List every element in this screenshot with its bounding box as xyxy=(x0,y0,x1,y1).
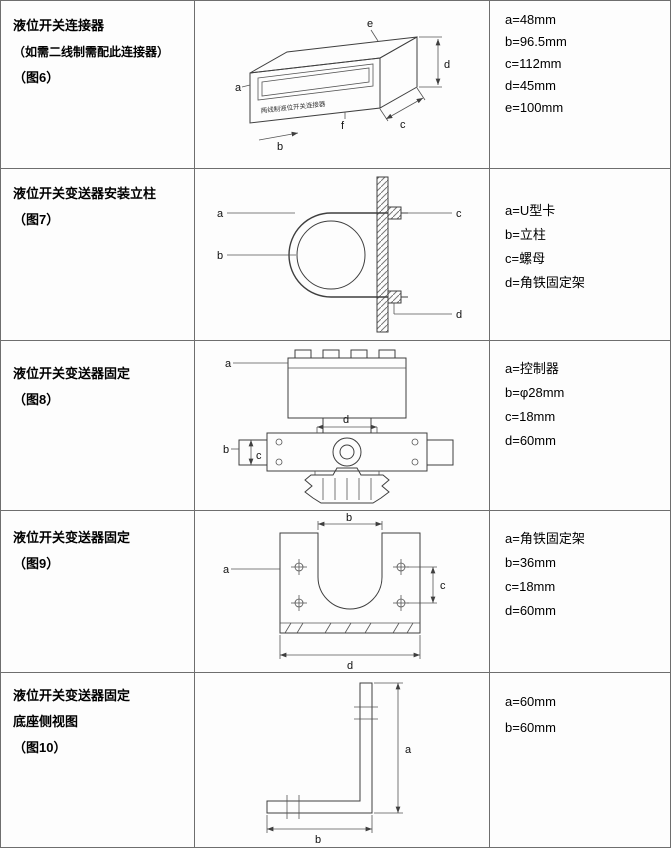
spec-line: b=φ28mm xyxy=(505,385,565,400)
figure-9-angle-bracket-front-drawing: b c a d xyxy=(223,512,446,672)
dim-label-a: a xyxy=(235,82,242,94)
row-title: 液位开关变送器固定 xyxy=(13,366,131,381)
description-cell: 液位开关连接器 （如需二线制需配此连接器） （图6） xyxy=(1,1,195,168)
spec-line: a=U型卡 xyxy=(505,203,556,218)
bolt-holes xyxy=(291,559,409,611)
dim-label-a: a xyxy=(405,744,412,756)
spec-line: a=48mm xyxy=(505,12,556,27)
figure-6-connector-isometric-drawing: 两线制液位开关连接器 e a d f c xyxy=(235,18,450,153)
dim-label-b: b xyxy=(217,250,223,262)
dim-label-a: a xyxy=(217,208,224,220)
spec-line: d=45mm xyxy=(505,78,556,93)
row-title: 液位开关变送器固定 xyxy=(13,688,131,703)
spec-line: a=控制器 xyxy=(505,361,559,376)
row-subtitle: （如需二线制需配此连接器） xyxy=(13,45,170,59)
spec-line: b=立柱 xyxy=(505,227,546,242)
spec-cell: a=60mm b=60mm xyxy=(490,673,670,847)
ribbed-cap xyxy=(304,467,390,504)
figure-7-ubolt-pole-mount-drawing: a c b d xyxy=(217,176,462,333)
row-title: 液位开关变送器固定 xyxy=(13,530,131,545)
figure-8-transmitter-housing-drawing: a d b c xyxy=(223,349,454,504)
spec-line: b=36mm xyxy=(505,555,556,570)
mounting-plate xyxy=(376,176,389,333)
spec-line: b=96.5mm xyxy=(505,34,567,49)
spec-line: c=18mm xyxy=(505,409,556,424)
bracket-plate xyxy=(279,532,421,634)
dim-label-e: e xyxy=(367,18,373,30)
description-cell: 液位开关变送器安装立柱 （图7） xyxy=(1,169,195,340)
spec-line: d=60mm xyxy=(505,433,556,448)
l-bracket xyxy=(266,682,378,819)
spec-cell: a=角铁固定架 b=36mm c=18mm d=60mm xyxy=(490,511,670,672)
spec-line: b=60mm xyxy=(505,720,556,735)
figure-number: （图10） xyxy=(13,740,67,755)
dim-label-a: a xyxy=(225,358,232,370)
pole-and-ubolt xyxy=(288,206,408,304)
spec-line: c=18mm xyxy=(505,579,556,594)
table-row-figure9: 液位开关变送器固定 （图9） xyxy=(1,511,670,673)
connector-box: 两线制液位开关连接器 xyxy=(249,36,418,124)
row-title: 液位开关变送器安装立柱 xyxy=(13,186,157,201)
dim-label-c: c xyxy=(456,208,462,220)
figure-cell: a d b c xyxy=(195,341,490,510)
dim-label-c: c xyxy=(400,119,406,131)
dim-label-b: b xyxy=(223,444,229,456)
figure-number: （图6） xyxy=(13,70,60,85)
spec-line: e=100mm xyxy=(505,100,564,115)
controller-body xyxy=(287,349,407,433)
dimension-annotations: a c b d xyxy=(217,208,462,321)
dimension-annotations: e a d f c b xyxy=(235,18,450,153)
description-cell: 液位开关变送器固定 （图9） xyxy=(1,511,195,672)
description-cell: 液位开关变送器固定 底座侧视图 （图10） xyxy=(1,673,195,847)
dimension-annotations: a d b c xyxy=(223,358,378,465)
dim-label-d: d xyxy=(343,414,349,426)
dim-label-c: c xyxy=(440,580,446,592)
dimension-annotations: a b xyxy=(266,682,412,846)
dim-label-b: b xyxy=(315,834,321,846)
table-row-figure6: 液位开关连接器 （如需二线制需配此连接器） （图6） 两线制液位开关连接器 xyxy=(1,1,670,169)
dim-label-b: b xyxy=(277,141,283,153)
description-cell: 液位开关变送器固定 （图8） xyxy=(1,341,195,510)
dim-label-c: c xyxy=(256,450,262,462)
spec-line: c=112mm xyxy=(505,56,562,71)
dimension-annotations: b c a d xyxy=(223,512,446,672)
table-row-figure8: 液位开关变送器固定 （图8） xyxy=(1,341,670,511)
dim-label-f: f xyxy=(341,120,345,132)
spec-cell: a=U型卡 b=立柱 c=螺母 d=角铁固定架 xyxy=(490,169,670,340)
spec-cell: a=48mm b=96.5mm c=112mm d=45mm e=100mm xyxy=(490,1,670,168)
mounting-bracket xyxy=(238,432,454,472)
dim-label-d: d xyxy=(444,59,450,71)
connector-box-label: 两线制液位开关连接器 xyxy=(260,99,326,115)
spec-line: a=60mm xyxy=(505,694,556,709)
row-title: 液位开关连接器 xyxy=(13,18,105,33)
figure-number: （图8） xyxy=(13,392,60,407)
table-row-figure10: 液位开关变送器固定 底座侧视图 （图10） xyxy=(1,673,670,847)
figure-number: （图9） xyxy=(13,556,60,571)
spec-line: c=螺母 xyxy=(505,251,546,266)
row-subtitle: 底座侧视图 xyxy=(13,714,79,729)
figure-cell: a c b d xyxy=(195,169,490,340)
figure-cell: a b xyxy=(195,673,490,847)
table-row-figure7: 液位开关变送器安装立柱 （图7） xyxy=(1,169,670,341)
dim-label-b: b xyxy=(346,512,352,524)
spec-line: d=60mm xyxy=(505,603,556,618)
dim-label-d: d xyxy=(347,660,353,672)
dim-label-a: a xyxy=(223,564,230,576)
figure-cell: b c a d xyxy=(195,511,490,672)
spec-line: d=角铁固定架 xyxy=(505,275,585,290)
figure-10-base-side-view-drawing: a b xyxy=(266,682,412,846)
figure-number: （图7） xyxy=(13,212,60,227)
spec-line: a=角铁固定架 xyxy=(505,531,585,546)
dim-label-d: d xyxy=(456,309,462,321)
figure-cell: 两线制液位开关连接器 e a d f c xyxy=(195,1,490,168)
spec-cell: a=控制器 b=φ28mm c=18mm d=60mm xyxy=(490,341,670,510)
